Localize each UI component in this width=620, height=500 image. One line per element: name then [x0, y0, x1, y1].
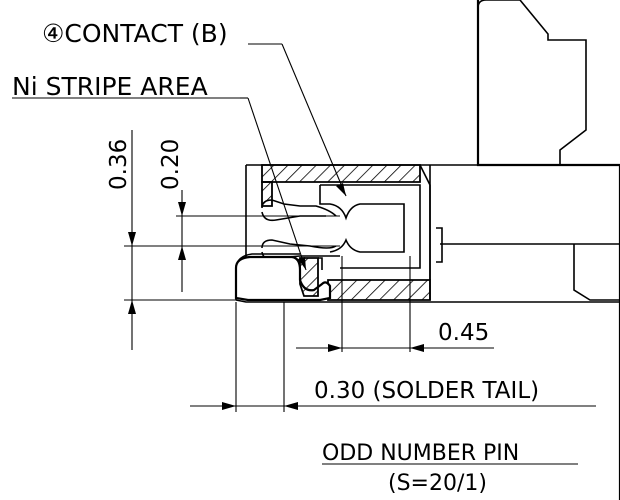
scale-label: (S=20/1)	[388, 471, 487, 496]
leaders	[12, 43, 347, 271]
dimension-030	[190, 302, 596, 412]
upper-hatch	[261, 164, 421, 183]
dimension-045-label: 0.45	[438, 320, 489, 346]
ni-stripe-label: Ni STRIPE AREA	[12, 72, 208, 101]
dimension-020-label: 0.20	[158, 139, 184, 190]
vertical-dimensions	[124, 130, 340, 350]
drawing-title: ODD NUMBER PIN	[322, 441, 519, 466]
dimension-045	[296, 256, 494, 352]
dimension-030-label: 0.30 (SOLDER TAIL)	[314, 378, 539, 404]
housing-outline	[429, 0, 620, 500]
dimension-036-label: 0.36	[106, 139, 132, 190]
contact-label: ④CONTACT (B)	[42, 19, 228, 48]
lower-hatch	[327, 279, 431, 301]
